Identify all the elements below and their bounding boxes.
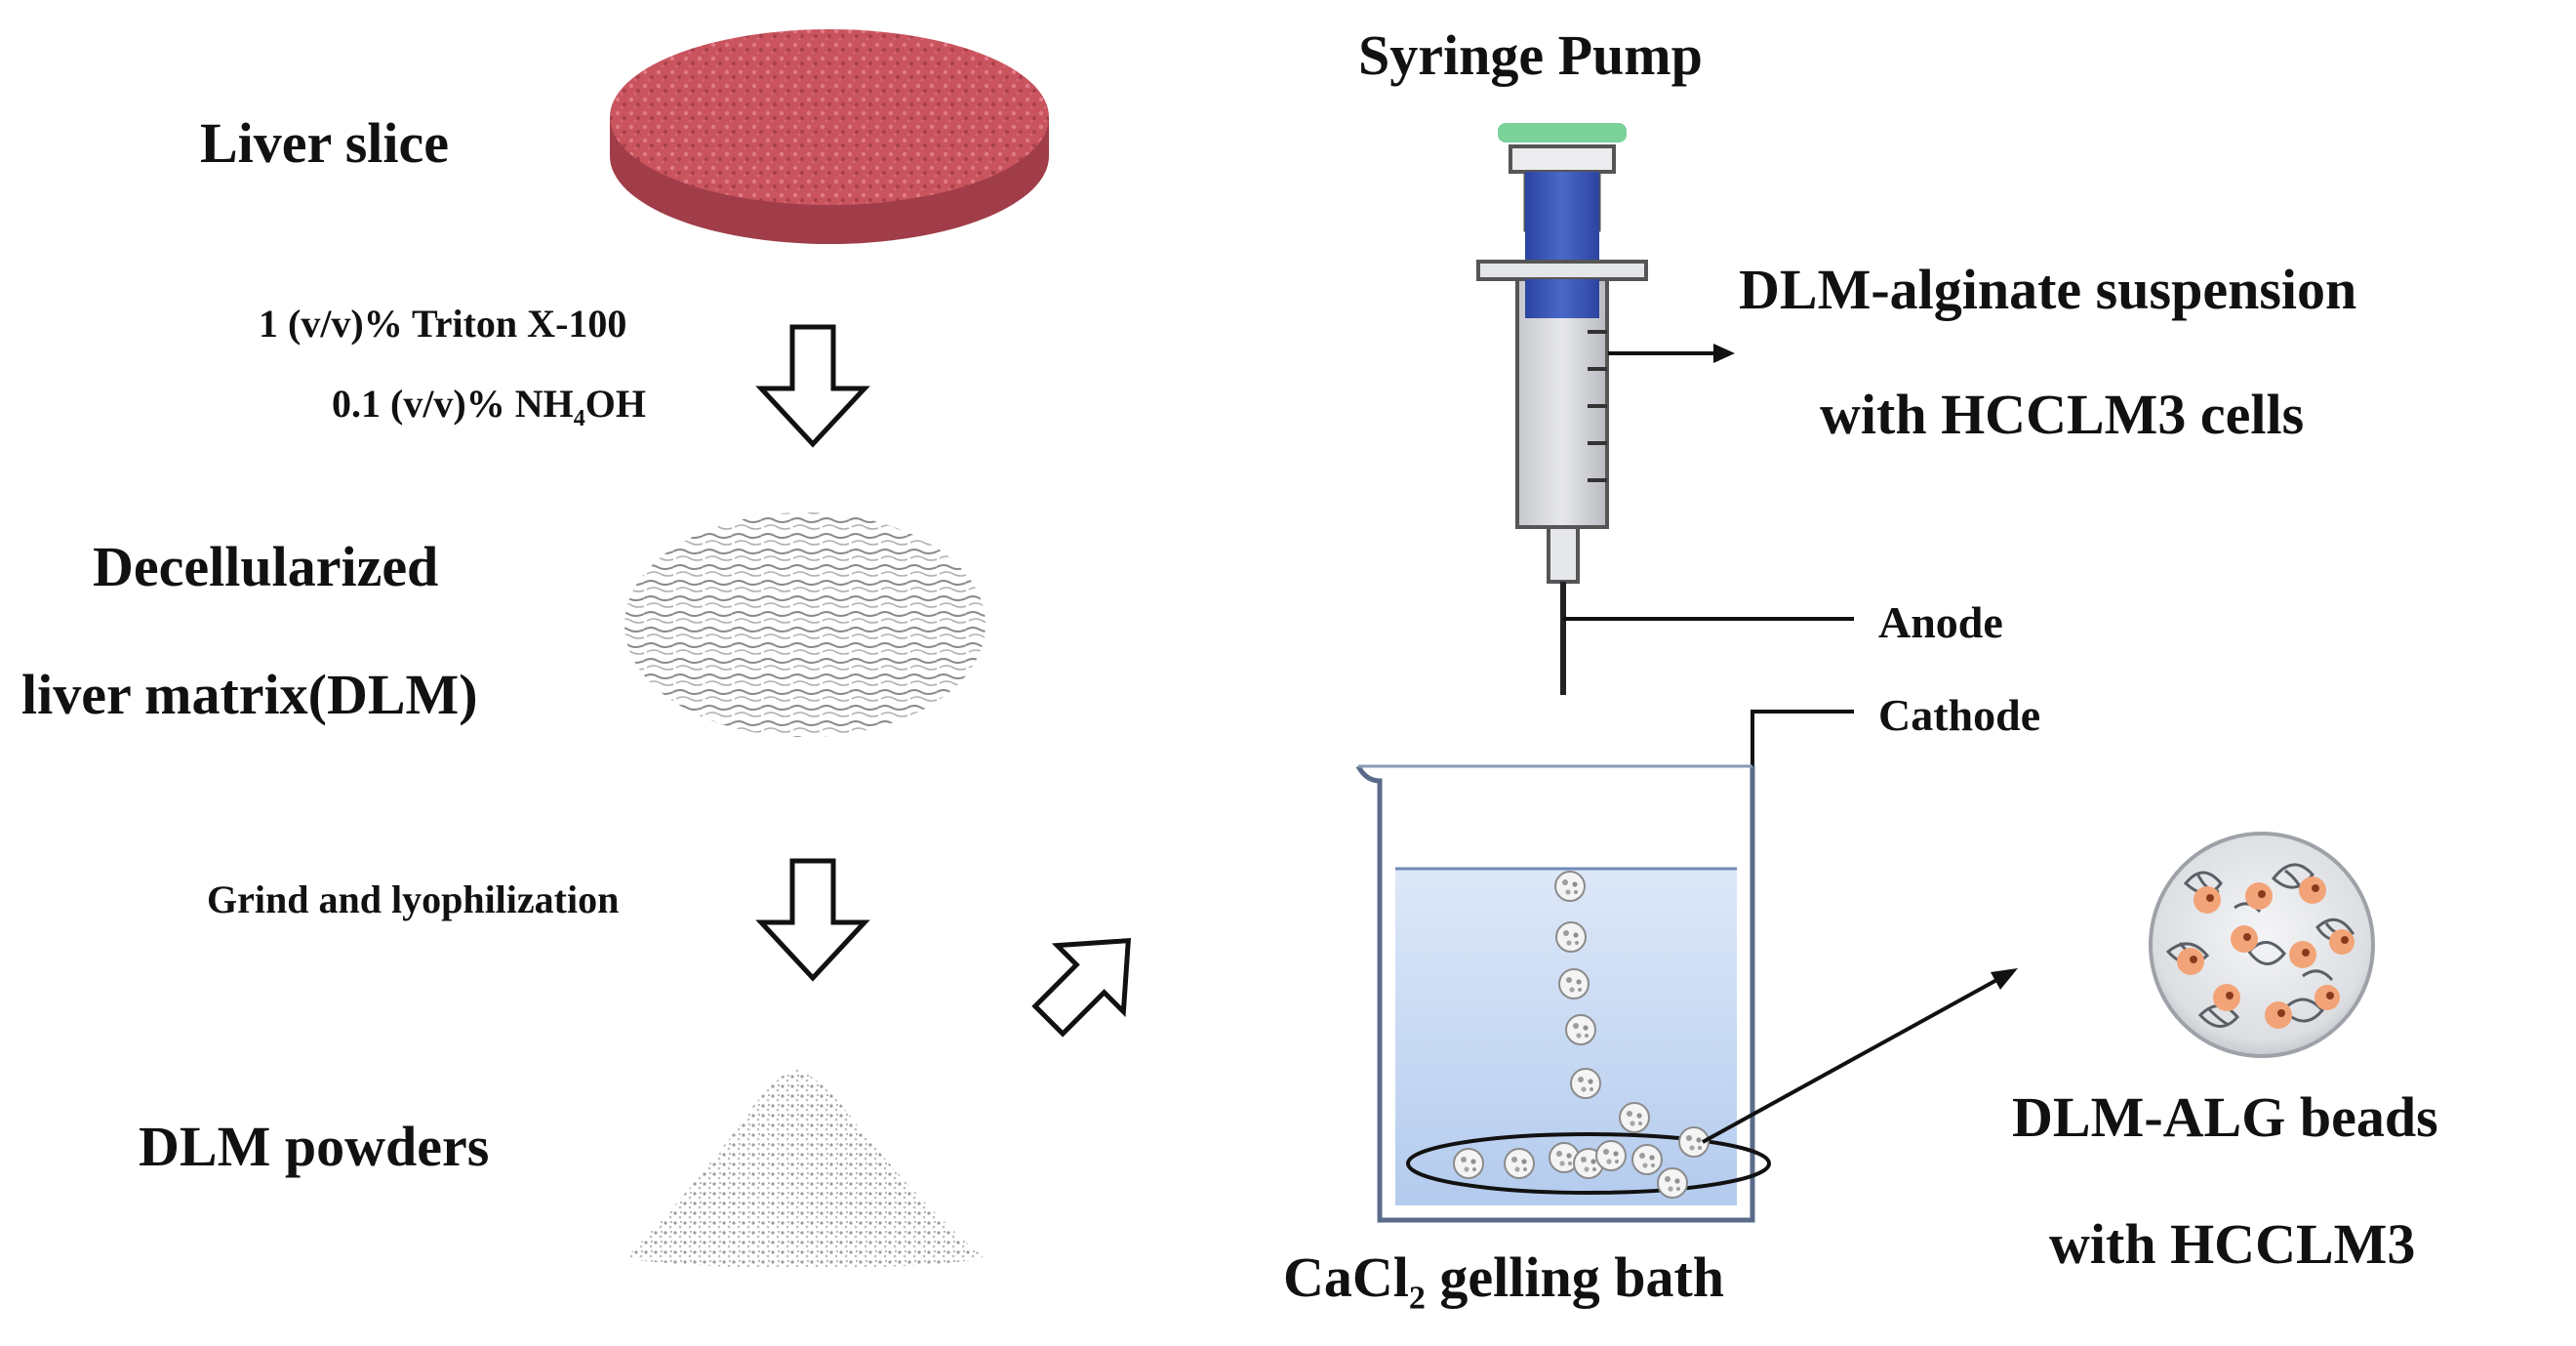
suspension-label-line1: DLM-alginate suspension	[1739, 258, 2357, 321]
bead-zoom-arrow	[1702, 968, 2018, 1144]
liver-slice-label: Liver slice	[200, 111, 450, 175]
liver-slice-illustration	[610, 29, 1049, 244]
grind-lyophilization-label: Grind and lyophilization	[207, 877, 620, 921]
gelling-bath-label: CaCl2 gelling bath	[1283, 1245, 1725, 1317]
beads-label-line2: with HCCLM3	[2049, 1212, 2416, 1276]
cathode-wire	[1751, 710, 1854, 1142]
suspension-label-line2: with HCCLM3 cells	[1820, 383, 2305, 446]
bead-collection-ellipse	[1406, 1132, 1771, 1195]
magnified-bead-illustration	[2149, 832, 2375, 1058]
diagonal-arrow-icon	[1031, 937, 1132, 1038]
treatment-ammonia-label: 0.1 (v/v)% NH4OH	[332, 382, 646, 431]
syringe-illustration	[1476, 123, 1648, 695]
treatment-triton-label: 1 (v/v)% Triton X-100	[259, 302, 627, 346]
suspension-pointer-arrow	[1608, 344, 1735, 363]
down-arrow-1-icon	[755, 324, 870, 448]
down-arrow-2-icon	[755, 858, 870, 982]
dlm-label-line2: liver matrix(DLM)	[21, 663, 478, 726]
dlm-label-line1: Decellularized	[93, 535, 439, 598]
dlm-matrix-illustration	[624, 512, 986, 737]
syringe-pump-label: Syringe Pump	[1358, 23, 1703, 87]
dlm-powder-pile-illustration	[624, 1069, 986, 1269]
anode-label: Anode	[1878, 597, 2003, 647]
beads-label-line1: DLM-ALG beads	[2012, 1085, 2438, 1149]
dlm-powders-label: DLM powders	[139, 1115, 490, 1178]
cathode-label: Cathode	[1878, 690, 2041, 740]
